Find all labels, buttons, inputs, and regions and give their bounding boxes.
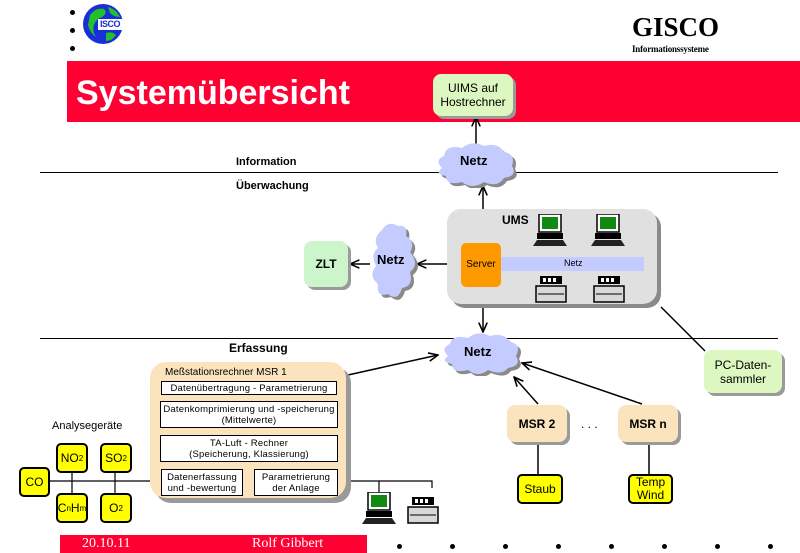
footer-author: Rolf Gibbert <box>252 536 324 551</box>
bullet-dot <box>70 28 75 33</box>
line-msr1-netz <box>347 355 438 376</box>
footer-dot <box>397 544 402 549</box>
footer-dot <box>556 544 561 549</box>
sensor-staub[interactable]: Staub <box>517 474 563 504</box>
server-label: Server <box>466 259 496 270</box>
ums-netz-label: Netz <box>564 258 583 268</box>
printer-icon <box>592 276 626 309</box>
brand-subtitle: Informationssysteme <box>632 44 709 54</box>
page-title: Systemübersicht <box>76 74 350 112</box>
line-ums-pc <box>660 306 706 352</box>
analysegeraete-label: Analysegeräte <box>52 420 123 432</box>
server-box[interactable]: Server <box>461 243 501 287</box>
zlt-box[interactable]: ZLT <box>304 241 348 287</box>
separator-information <box>40 172 778 173</box>
netz-cloud-left[interactable]: Netz <box>368 220 420 302</box>
pc-label-line2: sammler <box>719 371 766 386</box>
pc-datensammler-box[interactable]: PC-Daten- sammler <box>704 350 782 393</box>
section-erfassung: Erfassung <box>229 341 288 355</box>
netz-top-label: Netz <box>460 153 488 168</box>
msr1-title: Meßstationsrechner MSR 1 <box>165 367 287 378</box>
msr1-func-datenuebertragung[interactable]: Datenübertragung - Parametrierung <box>161 381 337 395</box>
uims-host-box[interactable]: UIMS auf Hostrechner <box>433 74 513 116</box>
footer-dot <box>662 544 667 549</box>
section-information: Information <box>236 156 297 168</box>
msr1-func-datenerfassung[interactable]: Datenerfassung und -bewertung <box>161 469 243 496</box>
footer-bar <box>60 535 367 553</box>
ellipsis-more-stations: . . . <box>581 417 598 431</box>
footer-dot <box>768 544 773 549</box>
brand-name: GISCO <box>632 12 720 42</box>
printer-icon <box>406 497 440 530</box>
gisco-globe-logo: ISCO <box>82 3 124 45</box>
footer-dot <box>450 544 455 549</box>
zlt-label: ZLT <box>315 257 337 271</box>
msr2-box[interactable]: MSR 2 <box>507 405 567 442</box>
msr2-label: MSR 2 <box>518 416 556 431</box>
footer-dot <box>715 544 720 549</box>
msr1-func-parametrierung[interactable]: Parametrierung der Anlage <box>254 469 338 496</box>
footer-date: 20.10.11 <box>82 536 131 551</box>
footer-dot <box>503 544 508 549</box>
logo-text: ISCO <box>100 19 121 29</box>
pc-label-line1: PC-Daten- <box>714 357 772 372</box>
sensor-temp-wind[interactable]: Temp Wind <box>628 474 673 504</box>
line-msr2-netz <box>514 377 539 405</box>
line-msrn-netz <box>522 363 643 405</box>
msr1-func-ta-luft[interactable]: TA-Luft - Rechner (Speicherung, Klassier… <box>160 435 338 462</box>
uims-label-line2: Hostrechner <box>440 95 506 109</box>
bullet-dot <box>70 10 75 15</box>
printer-icon <box>534 276 568 309</box>
msrn-label: MSR n <box>629 416 667 431</box>
workstation-icon <box>533 213 569 253</box>
uims-label-line1: UIMS auf <box>447 81 498 95</box>
footer-dot <box>609 544 614 549</box>
analyzer-co[interactable]: CO <box>19 467 50 497</box>
workstation-icon <box>362 491 398 531</box>
netz-cloud-bottom[interactable]: Netz <box>438 330 522 377</box>
bullet-dot <box>70 46 75 51</box>
section-ueberwachung: Überwachung <box>236 180 309 192</box>
separator-erfassung <box>40 338 778 339</box>
netz-left-label: Netz <box>377 252 405 267</box>
ums-netz-bar <box>501 257 644 271</box>
ums-label: UMS <box>502 213 529 227</box>
netz-cloud-top[interactable]: Netz <box>432 140 518 189</box>
msrn-box[interactable]: MSR n <box>618 405 678 442</box>
workstation-icon <box>591 213 627 253</box>
netz-bottom-label: Netz <box>464 344 492 359</box>
msr1-func-datenkomprimierung[interactable]: Datenkomprimierung und -speicherung (Mit… <box>160 401 338 428</box>
